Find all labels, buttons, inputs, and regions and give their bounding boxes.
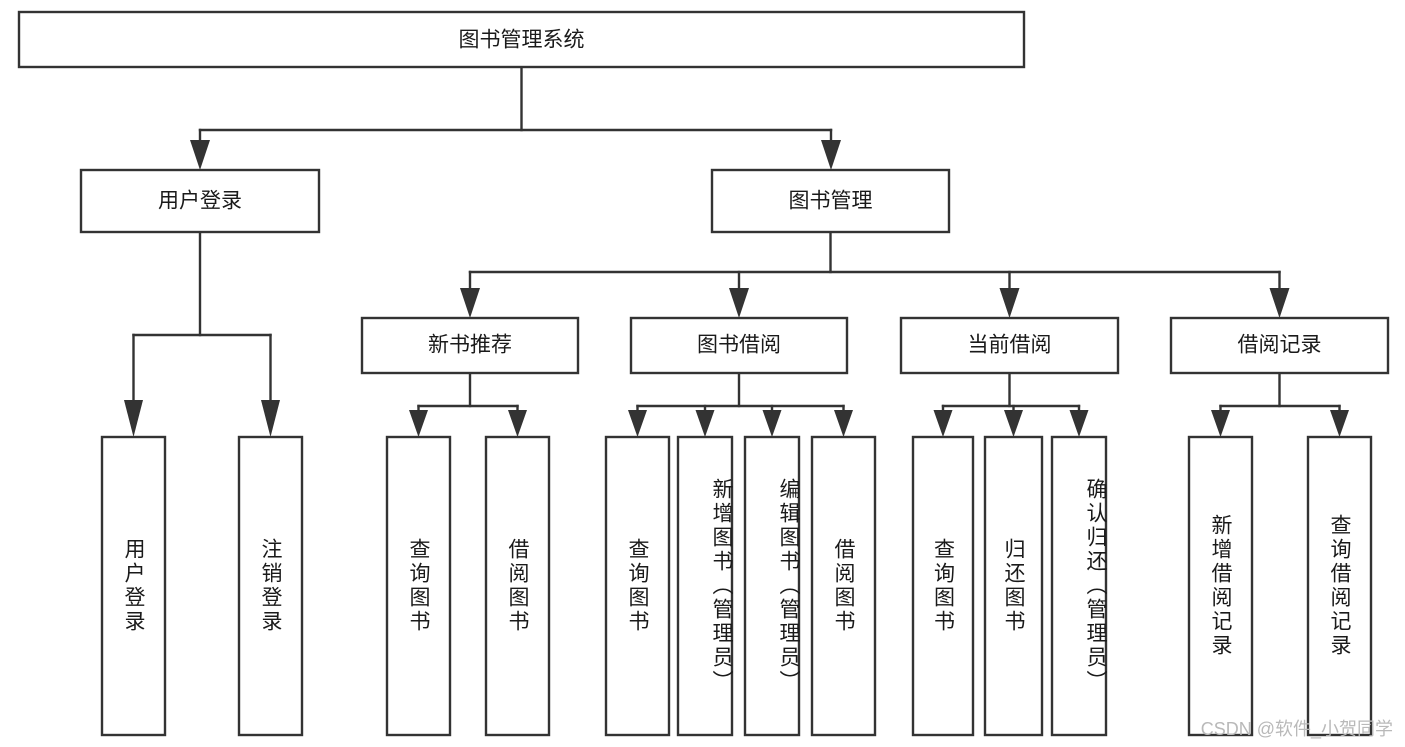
arrow-head-current-borrow: [999, 288, 1020, 318]
arrow-head-nbr-borrow-book: [508, 410, 527, 437]
node-borrow-record-box[interactable]: [1169, 316, 1390, 375]
node-root-label: 图书管理系统: [459, 29, 585, 52]
leaf-box-nbr-query-book[interactable]: [385, 435, 452, 737]
arrow-head-bb-query-book: [628, 410, 647, 437]
connector-book-manage-to-level3: [460, 230, 1290, 318]
arrow-head-br-add-record: [1211, 410, 1230, 437]
arrow-head-br-query-record: [1330, 410, 1349, 437]
node-new-book-rec-label: 新书推荐: [428, 334, 512, 357]
node-book-borrow-label: 图书借阅: [697, 334, 781, 357]
leaf-box-bb-add-book[interactable]: [676, 435, 734, 737]
node-borrow-record[interactable]: 借阅记录: [1169, 316, 1390, 375]
csdn-watermark: CSDN @软件_小贺同学: [1200, 719, 1393, 739]
arrow-head-cb-query-book: [933, 410, 953, 437]
leaf-box-br-query-record[interactable]: [1306, 435, 1373, 737]
arrow-head-borrow-record: [1269, 288, 1290, 318]
leaf-box-logout[interactable]: [237, 435, 304, 737]
arrow-head-bb-borrow-book: [834, 410, 853, 437]
leaf-box-nbr-borrow-book[interactable]: [484, 435, 551, 737]
connector-current-borrow-to-leaves: [933, 371, 1089, 437]
leaf-box-br-add-record[interactable]: [1187, 435, 1254, 737]
arrow-head-bb-add-book: [695, 410, 715, 437]
arrow-head-nbr-query-book: [409, 410, 428, 437]
leaf-box-bb-borrow-book[interactable]: [810, 435, 877, 737]
node-user-login[interactable]: 用户登录: [79, 168, 321, 234]
connector-book-borrow-to-leaves: [628, 371, 853, 437]
leaf-box-user-login[interactable]: [100, 435, 167, 737]
node-borrow-record-label: 借阅记录: [1238, 334, 1322, 357]
leaf-box-cb-confirm-return[interactable]: [1050, 435, 1108, 737]
arrow-head-book-manage: [821, 140, 841, 170]
node-current-borrow-box[interactable]: [899, 316, 1120, 375]
leaf-box-bb-query-book[interactable]: [604, 435, 671, 737]
leaf-box-cb-query-book[interactable]: [911, 435, 975, 737]
arrow-head-book-borrow: [729, 288, 749, 318]
arrow-head-leaf-user-login: [124, 400, 143, 437]
node-root[interactable]: 图书管理系统: [17, 10, 1026, 69]
node-current-borrow-label: 当前借阅: [968, 334, 1052, 357]
connector-new-book-rec-to-leaves: [409, 371, 527, 437]
connector-borrow-record-to-leaves: [1211, 371, 1349, 437]
arrow-head-new-book-rec: [460, 288, 480, 318]
connector-user-login-to-leaves: [124, 230, 280, 437]
node-new-book-rec-box[interactable]: [360, 316, 580, 375]
node-user-login-label: 用户登录: [158, 190, 242, 213]
arrow-head-user-login: [190, 140, 210, 170]
node-root-box[interactable]: [17, 10, 1026, 69]
arrow-head-bb-edit-book: [762, 410, 782, 437]
arrow-head-cb-confirm-return: [1069, 410, 1089, 437]
connector-root-to-level2: [190, 65, 841, 170]
leaf-box-bb-edit-book[interactable]: [743, 435, 801, 737]
node-current-borrow[interactable]: 当前借阅: [899, 316, 1120, 375]
node-user-login-box[interactable]: [79, 168, 321, 234]
arrow-head-leaf-logout: [261, 400, 280, 437]
leaf-box-cb-return-book[interactable]: [983, 435, 1044, 737]
node-book-manage-label: 图书管理: [789, 190, 873, 213]
node-book-manage[interactable]: 图书管理: [710, 168, 951, 234]
node-book-manage-box[interactable]: [710, 168, 951, 234]
node-book-borrow[interactable]: 图书借阅: [629, 316, 849, 375]
node-new-book-rec[interactable]: 新书推荐: [360, 316, 580, 375]
node-book-borrow-box[interactable]: [629, 316, 849, 375]
arrow-head-cb-return-book: [1004, 410, 1023, 437]
